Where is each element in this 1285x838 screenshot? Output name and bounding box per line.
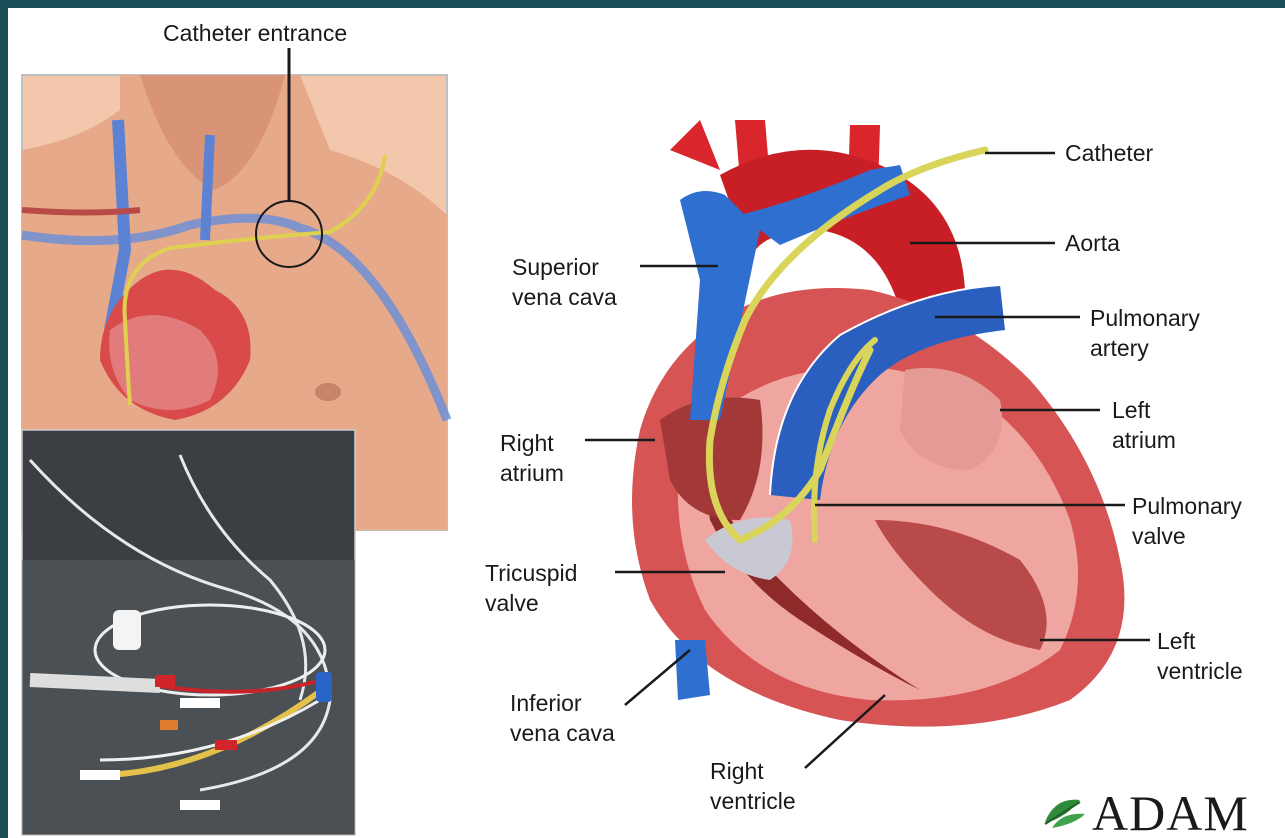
label-right-atrium: Right atrium — [500, 428, 564, 488]
label-superior-vena-cava: Superior vena cava — [512, 252, 617, 312]
label-pulmonary-valve: Pulmonary valve — [1132, 491, 1242, 551]
label-catheter-entrance: Catheter entrance — [163, 18, 347, 48]
logo-text: ADAM — [1092, 784, 1249, 838]
catheter-photo — [22, 430, 355, 835]
adam-logo: ADAM — [1040, 790, 1280, 836]
label-left-ventricle: Left ventricle — [1157, 626, 1243, 686]
label-inferior-vena-cava: Inferior vena cava — [510, 688, 615, 748]
label-aorta: Aorta — [1065, 228, 1120, 258]
label-left-atrium: Left atrium — [1112, 395, 1176, 455]
label-right-ventricle: Right ventricle — [710, 756, 796, 816]
leaf-icon — [1040, 792, 1090, 832]
label-catheter: Catheter — [1065, 138, 1153, 168]
label-tricuspid-valve: Tricuspid valve — [485, 558, 577, 618]
heart — [632, 120, 1124, 727]
label-pulmonary-artery: Pulmonary artery — [1090, 303, 1200, 363]
